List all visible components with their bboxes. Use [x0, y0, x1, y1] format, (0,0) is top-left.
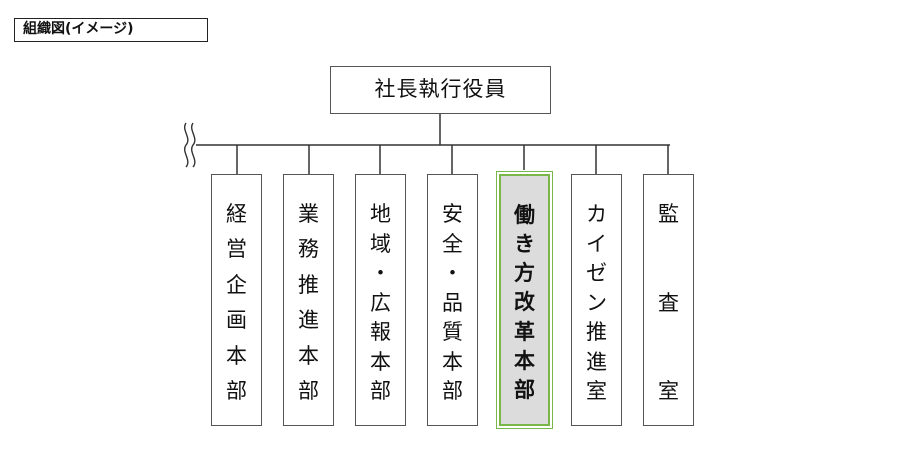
dept-box-audit: 監査室 [643, 174, 694, 426]
dept-label-char: 地 [370, 202, 391, 226]
dept-label-char: 広 [370, 290, 391, 315]
dept-label-char: 品 [442, 290, 463, 315]
dept-label-char: 部 [442, 379, 463, 403]
dept-label-char: ン [586, 290, 607, 315]
dept-label-char: き [514, 232, 535, 257]
dept-label-char: 安 [442, 202, 463, 226]
dept-label-char: カ [586, 202, 607, 226]
dept-label-char: 営 [226, 237, 247, 262]
dept-label-char: 方 [514, 261, 535, 286]
dept-label-char: 推 [586, 320, 607, 344]
dept-label-char: 全 [442, 231, 463, 256]
dept-label-char: 監 [658, 202, 679, 226]
dept-label-char: ・ [370, 261, 391, 285]
dept-label-char: 部 [226, 378, 247, 403]
dept-label-char: 本 [370, 349, 391, 374]
dept-label-char: 推 [298, 272, 319, 297]
dept-box-work-style-reform: 働き方改革本部 [496, 171, 553, 429]
dept-label-char: 室 [586, 379, 607, 403]
dept-box-management-planning: 経営企画本部 [211, 174, 262, 426]
dept-label-char: 査 [658, 290, 679, 315]
chart-caption: 組織図(イメージ) [14, 18, 208, 42]
dept-label-char: 本 [514, 348, 535, 373]
dept-box-regional-pr: 地域・広報本部 [355, 174, 406, 426]
dept-box-kaizen: カイゼン推進室 [571, 174, 622, 426]
dept-label-char: 本 [226, 343, 247, 368]
dept-label-char: 企 [226, 272, 247, 297]
dept-label-char: 本 [298, 343, 319, 368]
dept-label-char: 働 [514, 203, 535, 227]
dept-label-char: 部 [370, 379, 391, 403]
dept-label-char: イ [586, 231, 607, 256]
wavy-break-icon [184, 122, 196, 168]
dept-label-char: 室 [658, 379, 679, 403]
dept-label-char: 質 [442, 320, 463, 344]
dept-box-safety-quality: 安全・品質本部 [427, 174, 478, 426]
dept-label-char: 部 [514, 377, 535, 402]
president-box: 社長執行役員 [330, 66, 551, 114]
dept-label-char: ゼ [586, 261, 607, 285]
dept-box-business-promotion: 業務推進本部 [283, 174, 334, 426]
dept-label-char: 部 [298, 378, 319, 403]
dept-label-char: 経 [226, 202, 247, 226]
dept-label-char: 務 [298, 237, 319, 262]
dept-label-char: 改 [514, 290, 535, 315]
dept-label-char: 域 [370, 231, 391, 256]
dept-label-char: 画 [226, 308, 247, 333]
dept-label-char: 革 [514, 319, 535, 344]
dept-label-char: 業 [298, 202, 319, 226]
dept-label-char: 報 [370, 320, 391, 344]
dept-label-char: ・ [442, 261, 463, 285]
dept-label-char: 進 [586, 349, 607, 374]
dept-label-char: 本 [442, 349, 463, 374]
dept-label-char: 進 [298, 308, 319, 333]
